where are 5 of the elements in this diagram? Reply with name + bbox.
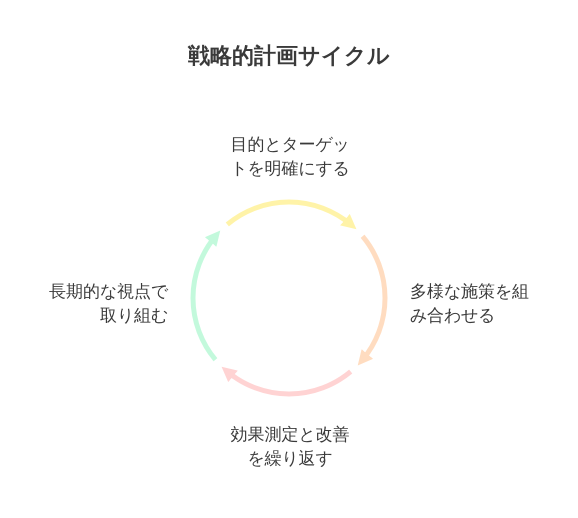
step-label: 多様な施策を組み合わせる [410, 280, 534, 328]
step-label: 長期的な視点で取り組む [44, 280, 168, 328]
step-label: 効果測定と改善を繰り返す [228, 423, 352, 471]
step-label: 目的とターゲットを明確にする [228, 133, 352, 181]
diagram-title: 戦略的計画サイクル [186, 43, 391, 71]
